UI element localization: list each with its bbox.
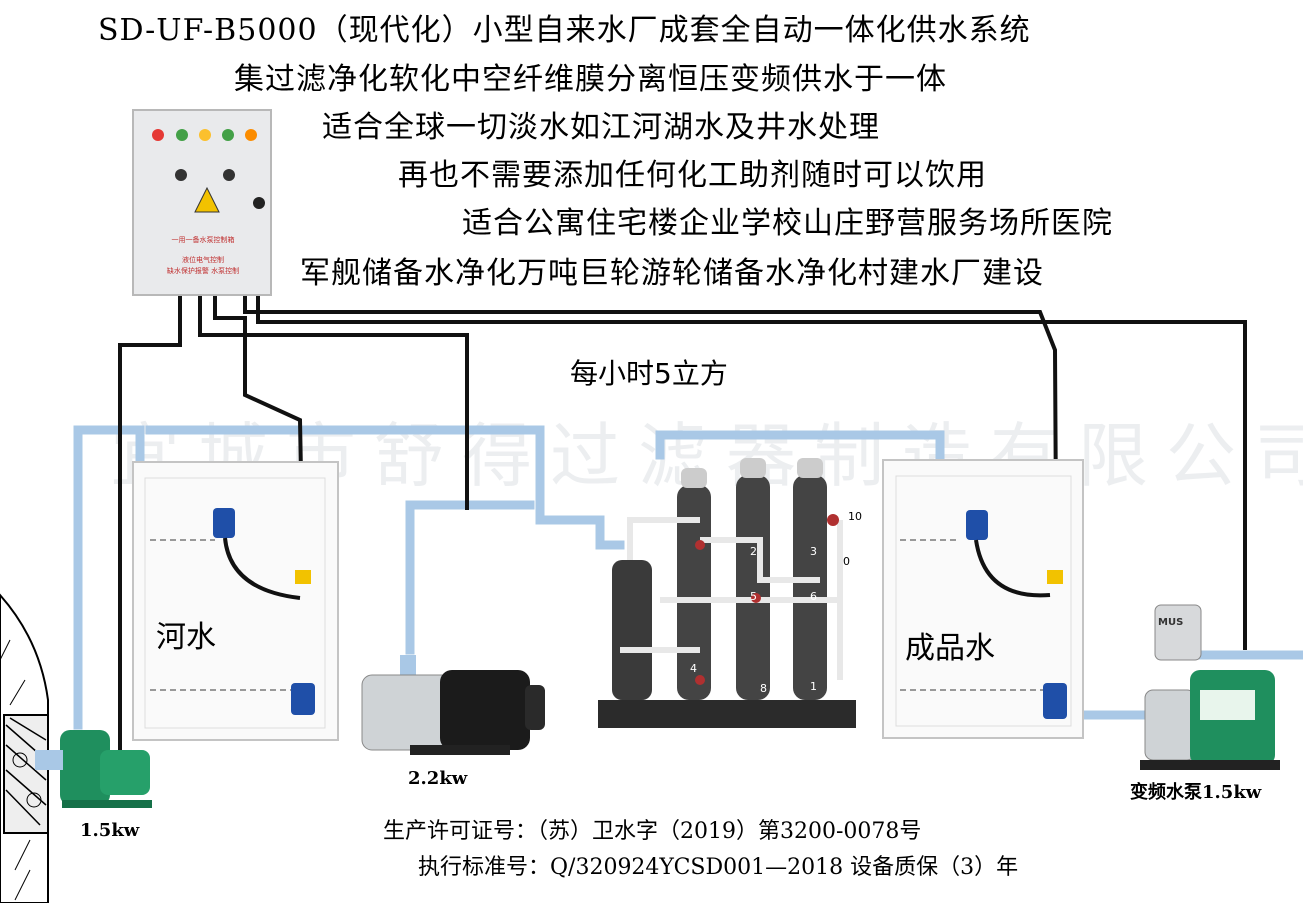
control-box: 一用一备水泵控制箱 液位电气控制 缺水保护报警 水泵控制 — [132, 109, 272, 296]
product-water-tank — [882, 459, 1084, 739]
booster-pump-power: 2.2kw — [408, 768, 468, 789]
raw-water-label: 河水 — [156, 620, 216, 655]
headline-marine: 军舰储备水净化万吨巨轮游轮储备水净化村建水厂建设 — [300, 256, 1044, 291]
selector-switch — [223, 169, 235, 181]
valve-number: 5 — [750, 590, 757, 603]
indicator-light — [176, 129, 188, 141]
control-box-label-1: 一用一备水泵控制箱 — [172, 235, 235, 244]
capacity-label: 每小时5立方 — [570, 357, 728, 390]
indicator-light — [222, 129, 234, 141]
valve-number: 10 — [848, 510, 862, 523]
headline-features: 集过滤净化软化中空纤维膜分离恒压变频供水于一体 — [234, 62, 947, 97]
float-switch-high — [966, 510, 988, 540]
license-number: 生产许可证号：（苏）卫水字（2019）第3200-0078号 — [383, 819, 922, 844]
float-switch-low — [1043, 683, 1067, 719]
river-bank — [0, 593, 49, 903]
headline-water-sources: 适合全球一切淡水如江河湖水及井水处理 — [322, 110, 880, 145]
valve-number: 1 — [810, 680, 817, 693]
control-box-label-3: 缺水保护报警 水泵控制 — [167, 266, 239, 275]
valve-number: 4 — [690, 662, 697, 675]
intake-pump-power: 1.5kw — [80, 820, 140, 841]
indicator-light — [152, 129, 164, 141]
valve-number: 3 — [810, 545, 817, 558]
indicator-light — [199, 129, 211, 141]
booster-pump — [361, 655, 545, 755]
standard-number: 执行标准号：Q/320924YCSD001—2018 设备质保（3）年 — [418, 855, 1019, 880]
headline-applications: 适合公寓住宅楼企业学校山庄野营服务场所医院 — [462, 206, 1113, 241]
control-box-label-2: 液位电气控制 — [182, 255, 224, 264]
valve-number: 0 — [843, 555, 850, 568]
vfd-pump: MUS — [1140, 604, 1280, 770]
raw-water-tank — [132, 461, 339, 741]
valve-number: 6 — [810, 590, 817, 603]
indicator-light — [245, 129, 257, 141]
valve-number: 2 — [750, 545, 757, 558]
product-water-label: 成品水 — [905, 631, 995, 666]
indicator-lights — [152, 129, 257, 141]
float-switch-low — [291, 683, 315, 715]
vfd-pump-power: 变频水泵1.5kw — [1130, 782, 1262, 803]
emergency-button — [253, 197, 265, 209]
headline-no-chemicals: 再也不需要添加任何化工助剂随时可以饮用 — [398, 158, 987, 193]
float-switch-high — [213, 508, 235, 538]
selector-switch — [175, 169, 187, 181]
cable-clip — [295, 570, 311, 584]
valve-number: 8 — [760, 682, 767, 695]
filter-valve-numbers: 10 2 3 5 6 8 4 0 1 — [690, 510, 862, 695]
vfd-badge: MUS — [1158, 617, 1183, 628]
cable-clip — [1047, 570, 1063, 584]
filter-skid — [598, 458, 856, 728]
headline-title: SD-UF-B5000（现代化）小型自来水厂成套全自动一体化供水系统 — [98, 13, 1031, 48]
intake-pump — [35, 730, 152, 808]
warning-icon — [194, 186, 220, 213]
